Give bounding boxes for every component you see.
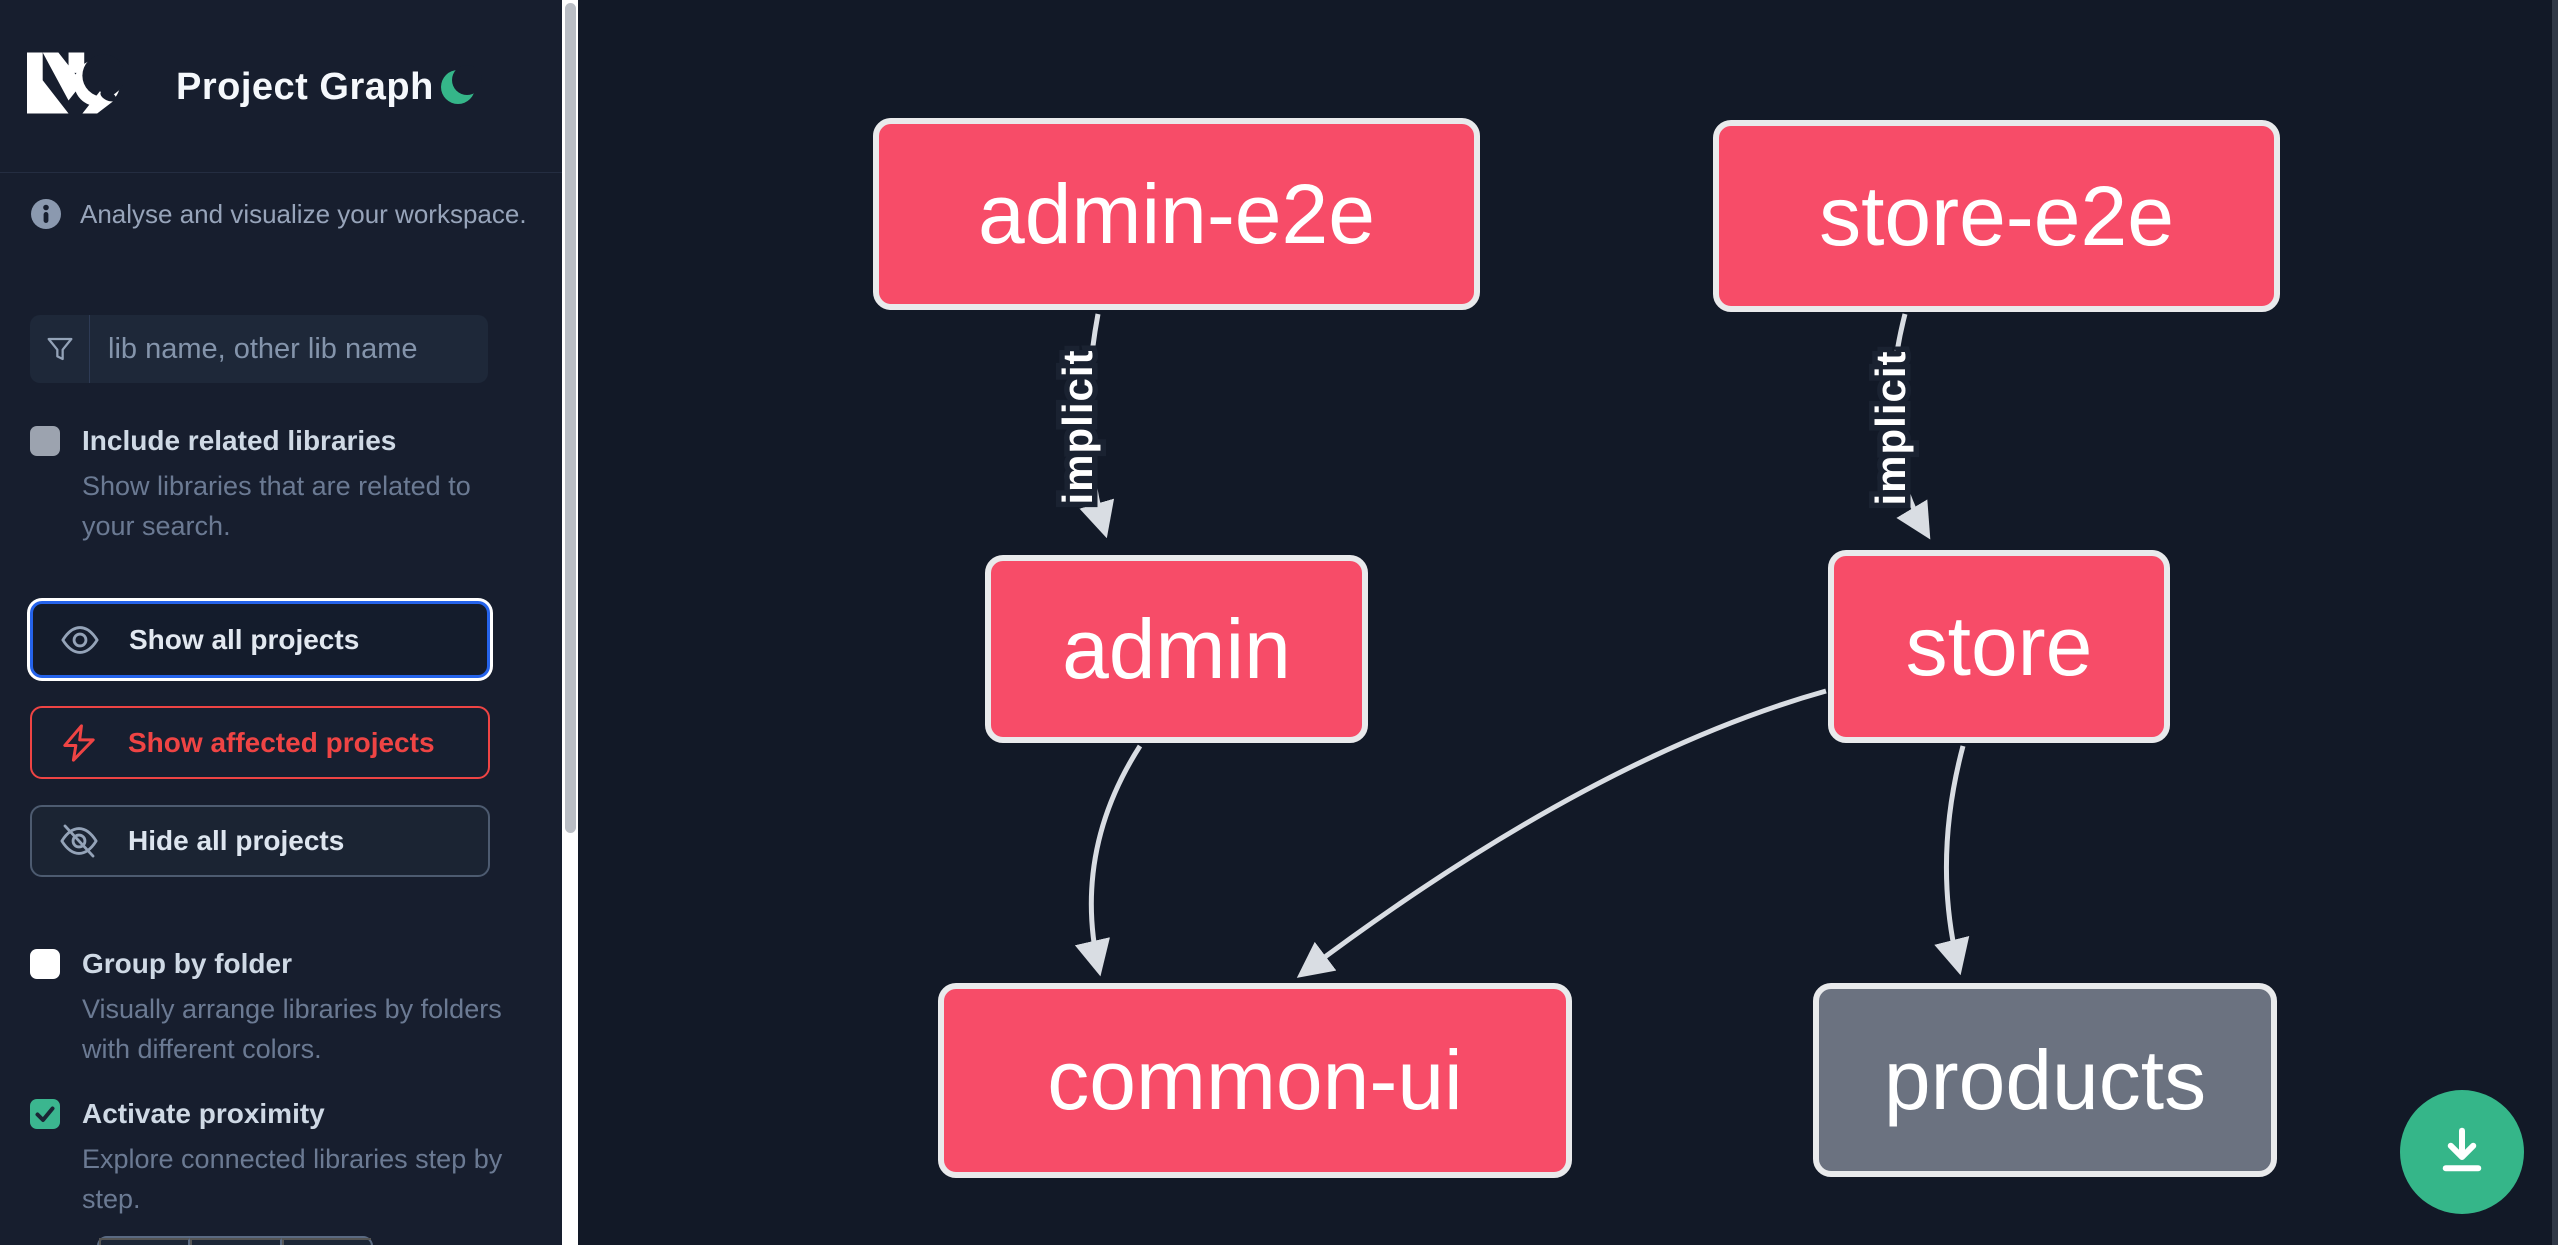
page-title: Project Graph [176,66,434,108]
graph-node-label: admin-e2e [978,166,1375,261]
download-image-button[interactable] [2400,1090,2524,1214]
activate-proximity-row: Activate proximity Explore connected lib… [30,1097,562,1219]
graph-node-products[interactable]: products [1813,983,2277,1177]
check-icon [35,1106,55,1122]
proximity-decrement-button[interactable] [99,1238,191,1245]
edge-label-implicit-0: implicit [1054,349,1101,504]
filter-funnel-icon [30,315,90,383]
activate-proximity-checkbox[interactable] [30,1099,60,1129]
group-by-folder-checkbox[interactable] [30,949,60,979]
info-icon [31,199,61,229]
show-all-projects-label: Show all projects [129,623,360,655]
show-affected-projects-button[interactable]: Show affected projects [30,706,490,779]
include-related-checkbox[interactable] [30,426,60,456]
graph-node-label: admin [1062,601,1291,696]
proximity-increment-button[interactable] [281,1238,371,1245]
activate-proximity-label: Activate proximity [82,1098,325,1129]
graph-node-label: store [1905,599,2093,693]
show-affected-projects-label: Show affected projects [128,726,435,758]
graph-edge-admin-e2e-admin [1079,313,1115,539]
graph-node-label: common-ui [1047,1033,1463,1127]
graph-edge-store-products [1934,745,1970,976]
group-by-folder-description: Visually arrange libraries by folders wi… [82,994,502,1064]
sidebar-scrollbar-track[interactable] [562,0,578,1245]
graph-node-store[interactable]: store [1828,550,2170,743]
graph-edge-store-common-ui [1296,688,1827,978]
sidebar-header: Project Graph [0,0,562,173]
graph-edge-store-e2e-store [1890,313,1931,540]
graph-node-admin[interactable]: admin [985,555,1368,743]
graph-node-store-e2e[interactable]: store-e2e [1713,120,2280,312]
proximity-depth-stepper [97,1236,373,1245]
sidebar: Project Graph Analyse and visualize your… [0,0,562,1245]
graph-scrollbar-track[interactable] [2552,0,2558,1245]
edge-label-implicit-1: implicit [1867,350,1914,505]
include-related-label: Include related libraries [82,425,397,456]
hide-all-projects-button[interactable]: Hide all projects [30,805,490,877]
proximity-value [190,1238,282,1245]
nx-logo [27,52,123,114]
graph-node-label: products [1883,1032,2207,1127]
include-related-row: Include related libraries Show libraries… [30,424,492,546]
search-box [30,315,503,383]
tagline-text: Analyse and visualize your workspace. [80,198,527,229]
group-by-folder-row: Group by folder Visually arrange librari… [30,947,512,1069]
hide-all-projects-label: Hide all projects [128,825,345,856]
workspace-tagline: Analyse and visualize your workspace. [30,198,527,230]
group-by-folder-label: Group by folder [82,948,292,979]
sidebar-scrollbar-thumb[interactable] [564,3,576,833]
graph-node-admin-e2e[interactable]: admin-e2e [873,118,1480,310]
eye-slash-icon [60,824,98,858]
dark-mode-toggle[interactable] [436,64,484,112]
include-related-description: Show libraries that are related to your … [82,471,471,541]
graph-edges-layer: implicit implicit [1049,313,1970,978]
graph-node-label: store-e2e [1819,168,2174,263]
activate-proximity-description: Explore connected libraries step by step… [82,1144,503,1214]
download-icon [2442,1127,2482,1172]
bolt-icon [63,723,95,762]
graph-edge-admin-common-ui [1074,744,1143,977]
eye-icon [61,625,99,654]
search-input[interactable] [90,315,503,383]
show-all-projects-button[interactable]: Show all projects [30,601,490,678]
moon-icon [441,64,482,104]
project-graph-canvas[interactable]: implicit implicit admin-e2e store-e2e admin… [578,0,2558,1245]
graph-node-common-ui[interactable]: common-ui [938,983,1572,1178]
